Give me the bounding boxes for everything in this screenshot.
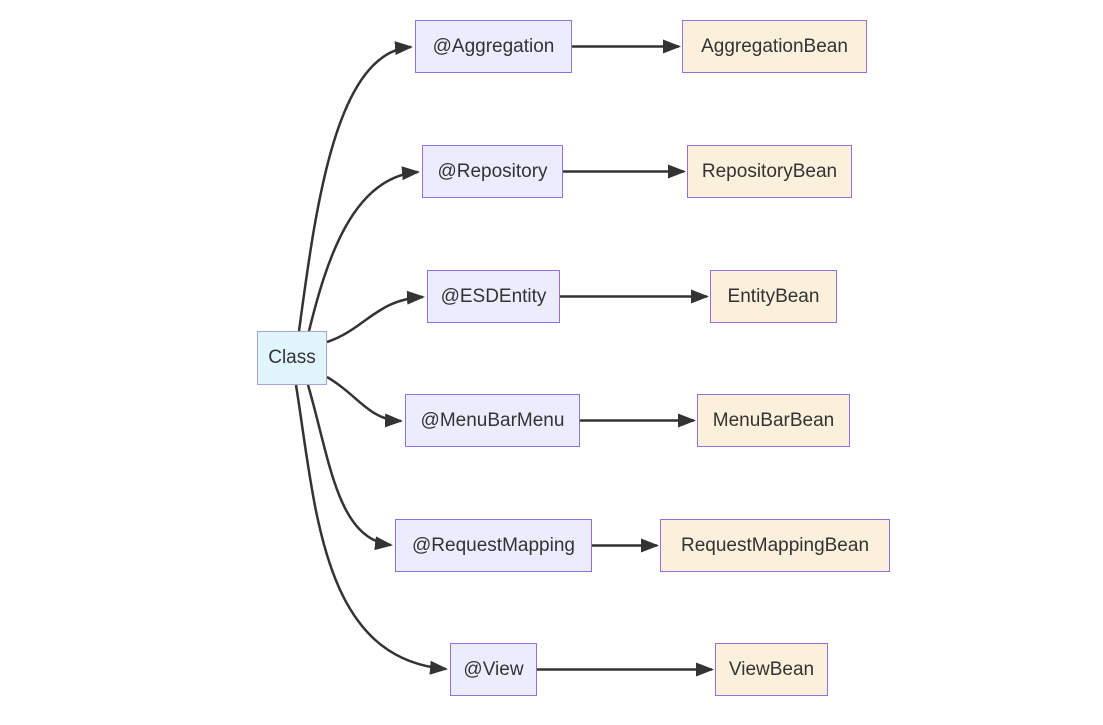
- node-annotation-requestmapping: @RequestMapping: [395, 519, 592, 572]
- node-annotation-view: @View: [450, 643, 537, 696]
- edge-class-to-aggregation: [297, 41, 413, 332]
- edge-class-to-repository: [307, 166, 420, 332]
- node-bean-aggregation: AggregationBean: [682, 20, 867, 73]
- node-bean-requestmapping: RequestMappingBean: [660, 519, 890, 572]
- edge-class-to-esdentity: [326, 290, 425, 344]
- node-annotation-menubarmenu: @MenuBarMenu: [405, 394, 580, 447]
- edge-class-to-view: [294, 384, 448, 675]
- node-bean-entity: EntityBean: [710, 270, 837, 323]
- node-annotation-repository: @Repository: [422, 145, 563, 198]
- node-bean-view: ViewBean: [715, 643, 828, 696]
- node-annotation-aggregation: @Aggregation: [415, 20, 572, 73]
- node-annotation-esdentity: @ESDEntity: [427, 270, 560, 323]
- edge-class-to-requestmapping: [306, 384, 393, 551]
- node-class: Class: [257, 331, 327, 385]
- node-bean-repository: RepositoryBean: [687, 145, 852, 198]
- node-bean-menubar: MenuBarBean: [697, 394, 850, 447]
- edge-class-to-menubarmenu: [326, 375, 403, 428]
